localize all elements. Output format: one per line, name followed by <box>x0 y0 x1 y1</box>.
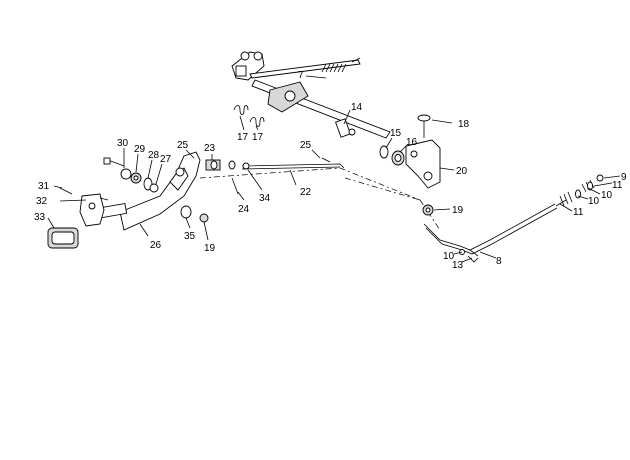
part-20-bracket <box>405 139 441 189</box>
callout-19-lower: 19 <box>204 243 216 254</box>
part-23-34-clevis <box>205 159 250 171</box>
callout-18: 18 <box>458 119 470 130</box>
callout-34: 34 <box>259 193 271 204</box>
callout-14: 14 <box>351 102 363 113</box>
callout-11-mid: 11 <box>573 207 584 218</box>
part-14-cross-rod <box>251 79 391 139</box>
part-7-shaft-assembly <box>231 51 361 81</box>
callout-17b: 17 <box>252 132 264 143</box>
center-line <box>199 167 441 231</box>
callout-35: 35 <box>184 231 196 242</box>
part-18-pin <box>417 114 431 138</box>
callout-32: 32 <box>36 196 48 207</box>
part-22-rod <box>241 157 345 170</box>
leader-lines <box>47 75 621 263</box>
callout-27: 27 <box>160 154 172 165</box>
part-15-16-bushing <box>379 145 405 166</box>
part-8-rod <box>423 191 573 257</box>
callout-10-bottom: 10 <box>443 251 455 262</box>
part-27-30-hardware <box>103 157 159 193</box>
callout-9: 9 <box>621 172 627 183</box>
callout-7: 7 <box>298 70 304 81</box>
callout-22: 22 <box>300 187 312 198</box>
callout-10-right: 10 <box>601 190 613 201</box>
part-19-nut-lower <box>199 213 209 223</box>
callout-11-right: 11 <box>612 180 623 191</box>
callout-29: 29 <box>134 144 146 155</box>
callout-17a: 17 <box>237 132 249 143</box>
callout-15: 15 <box>390 128 402 139</box>
callout-10-mid: 10 <box>588 196 600 207</box>
callout-28: 28 <box>148 150 160 161</box>
part-31-32-bracket <box>59 187 109 227</box>
callout-25-right: 25 <box>300 140 312 151</box>
callout-33: 33 <box>34 212 46 223</box>
callout-16: 16 <box>406 137 418 148</box>
callout-8: 8 <box>496 256 502 267</box>
callout-24: 24 <box>238 204 250 215</box>
part-9-10-11-hardware <box>575 174 604 199</box>
part-26-pedal-arm <box>94 151 201 231</box>
part-35-washer <box>180 205 192 219</box>
callout-19-upper: 19 <box>452 205 464 216</box>
callout-30: 30 <box>117 138 129 149</box>
part-17-springs <box>233 105 265 127</box>
callout-20: 20 <box>456 166 468 177</box>
callout-13: 13 <box>452 260 464 271</box>
callout-25-left: 25 <box>177 140 189 151</box>
callout-23: 23 <box>204 143 216 154</box>
callout-26: 26 <box>150 240 162 251</box>
part-33-pedal-pad <box>47 227 79 249</box>
part-19-nut-upper <box>422 204 434 216</box>
callout-31: 31 <box>38 181 50 192</box>
part-24-bolt <box>231 177 239 195</box>
